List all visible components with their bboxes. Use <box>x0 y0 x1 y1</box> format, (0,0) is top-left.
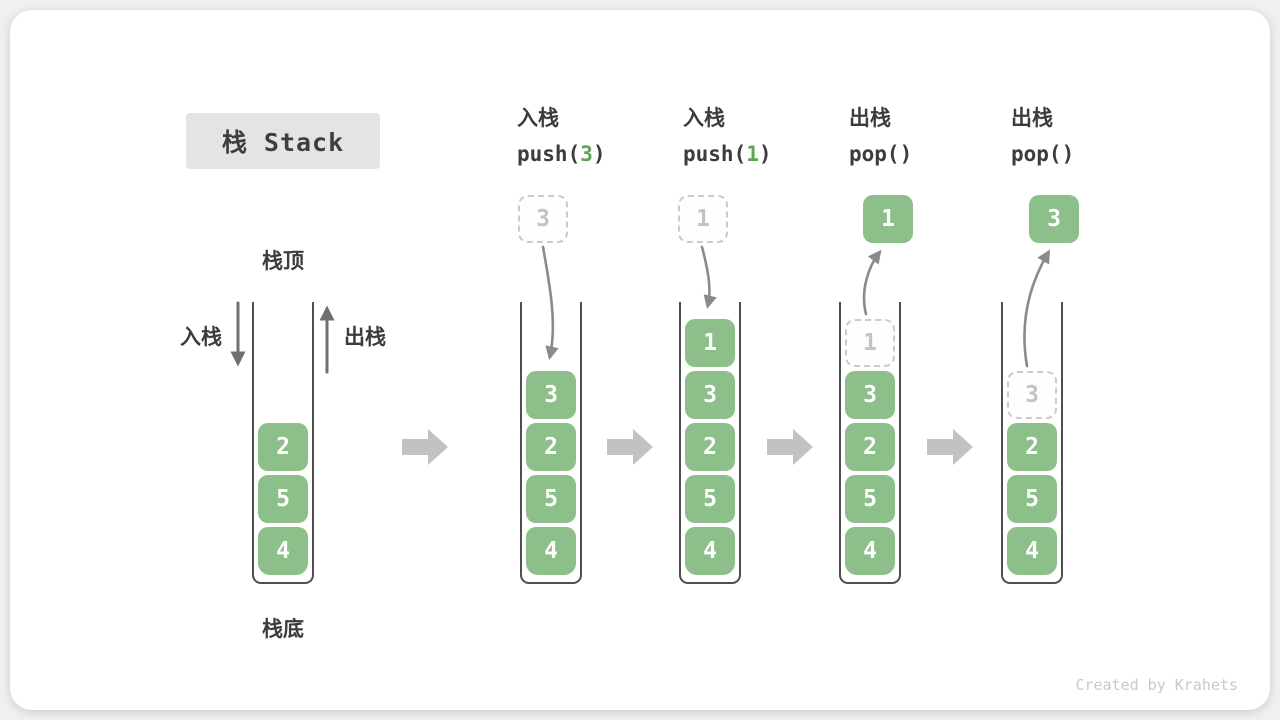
op-code: push(1) <box>683 141 772 167</box>
stack-ghost-block: 1 <box>845 319 895 367</box>
stack-block: 4 <box>685 527 735 575</box>
op-name: 入栈 <box>517 107 559 130</box>
op-code: pop() <box>849 141 912 167</box>
stack-block: 5 <box>258 475 308 523</box>
op-code: push(3) <box>517 141 606 167</box>
stack-block: 2 <box>526 423 576 471</box>
stack-block: 2 <box>1007 423 1057 471</box>
floating-value-push-3: 3 <box>518 195 568 243</box>
code-text: ) <box>758 142 772 166</box>
op-label-push-1: 入栈 push(1) <box>683 106 772 167</box>
stack-block: 3 <box>845 371 895 419</box>
code-text: push( <box>517 142 581 166</box>
op-code: pop() <box>1011 141 1074 167</box>
op-label-push-3: 入栈 push(3) <box>517 106 606 167</box>
code-arg: 1 <box>746 142 759 166</box>
code-text: push( <box>683 142 747 166</box>
title-badge: 栈 Stack <box>186 113 380 169</box>
op-name: 入栈 <box>683 107 725 130</box>
stack-block: 4 <box>1007 527 1057 575</box>
pop-side-label: 出栈 <box>344 326 386 349</box>
stack-block: 5 <box>845 475 895 523</box>
stack-block: 4 <box>526 527 576 575</box>
op-label-pop-2: 出栈 pop() <box>1011 106 1074 167</box>
stack-block: 3 <box>685 371 735 419</box>
floating-value-push-1: 1 <box>678 195 728 243</box>
code-text: ) <box>592 142 606 166</box>
push-side-label: 入栈 <box>180 326 222 349</box>
stack-bottom-label: 栈底 <box>262 618 304 641</box>
stack-block: 2 <box>845 423 895 471</box>
page-title: 栈 Stack <box>221 128 345 157</box>
stack-ghost-block: 3 <box>1007 371 1057 419</box>
stack-block: 5 <box>1007 475 1057 523</box>
op-label-pop-1: 出栈 pop() <box>849 106 912 167</box>
stack-block: 1 <box>685 319 735 367</box>
stack-block: 5 <box>685 475 735 523</box>
op-name: 出栈 <box>1011 107 1053 130</box>
floating-value-pop-1: 1 <box>863 195 913 243</box>
code-text: pop() <box>849 142 913 166</box>
code-arg: 3 <box>580 142 593 166</box>
watermark: Created by Krahets <box>1075 676 1238 694</box>
stack-block: 2 <box>685 423 735 471</box>
stack-block: 4 <box>258 527 308 575</box>
code-text: pop() <box>1011 142 1075 166</box>
stack-block: 4 <box>845 527 895 575</box>
floating-value-pop-3: 3 <box>1029 195 1079 243</box>
stack-top-label: 栈顶 <box>262 250 304 273</box>
stack-block: 2 <box>258 423 308 471</box>
stack-block: 3 <box>526 371 576 419</box>
op-name: 出栈 <box>849 107 891 130</box>
stack-block: 5 <box>526 475 576 523</box>
